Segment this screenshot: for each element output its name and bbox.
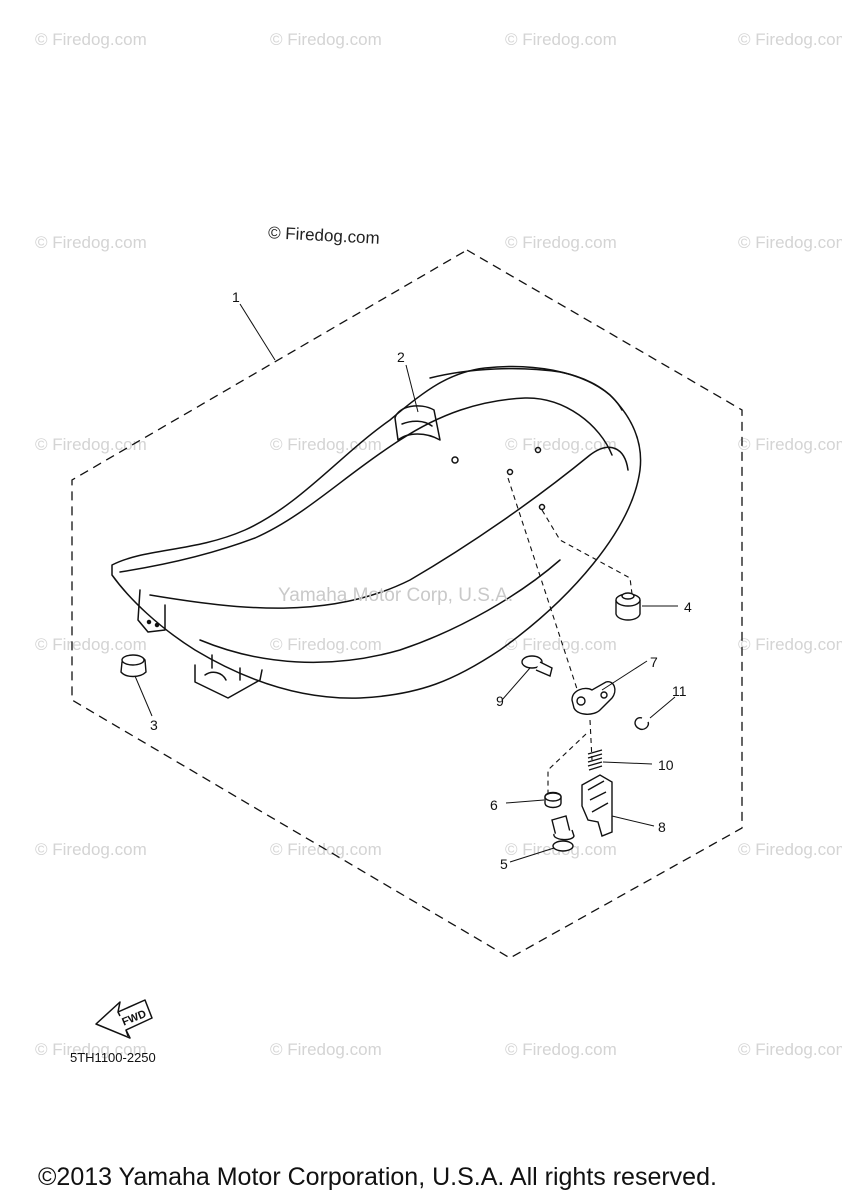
seat-top-seam: [119, 397, 613, 573]
routing-lines: [507, 477, 633, 800]
watermark: © Firedog.com: [35, 30, 147, 49]
callout-9: 9: [496, 693, 504, 709]
watermark: © Firedog.com: [505, 435, 617, 454]
seat-rear-bracket: [194, 654, 263, 699]
part-4-damper: [615, 592, 641, 621]
fwd-arrow-icon: [95, 999, 153, 1039]
watermark: © Firedog.com: [270, 635, 382, 654]
seat-drawing: [111, 365, 642, 699]
leader-lines: [134, 303, 678, 863]
callout-7: 7: [650, 654, 658, 670]
callout-5: 5: [500, 856, 508, 872]
watermark: © Firedog.com: [738, 840, 842, 859]
watermark: © Firedog.com: [738, 30, 842, 49]
callout-8: 8: [658, 819, 666, 835]
watermark: © Firedog.com: [505, 635, 617, 654]
callout-6: 6: [490, 797, 498, 813]
watermark: © Firedog.com: [505, 30, 617, 49]
part-8-lock-plate: [581, 774, 613, 837]
watermark: © Firedog.com: [270, 1040, 382, 1059]
seat-rear-rim: [429, 367, 623, 411]
seat-rear-bracket-slot: [204, 671, 227, 681]
seat-side-seam: [149, 446, 629, 609]
seat-strap: [394, 405, 441, 441]
callout-11: 11: [672, 683, 687, 699]
part-5-bolt: [551, 815, 575, 852]
callout-10: 10: [658, 757, 674, 773]
part-11-clip: [634, 716, 650, 731]
watermark: © Firedog.com: [738, 435, 842, 454]
watermark: © Firedog.com: [35, 635, 147, 654]
watermark: © Firedog.com: [505, 233, 617, 252]
watermark: © Firedog.com: [35, 233, 147, 252]
seat-outline: [111, 365, 642, 699]
part-6-washer: [544, 791, 562, 809]
watermark: © Firedog.com: [35, 1040, 147, 1059]
callout-2: 2: [397, 349, 405, 365]
callout-3: 3: [150, 717, 158, 733]
seat-lower-seam: [199, 559, 561, 664]
assembly-boundary: [71, 249, 743, 959]
seat-front-tab: [137, 589, 166, 633]
callout-1: 1: [232, 289, 240, 305]
watermark: © Firedog.com: [505, 1040, 617, 1059]
center-watermark: Yamaha Motor Corp, U.S.A.: [278, 585, 514, 606]
part-7-bracket: [571, 681, 616, 715]
seat-strap-inner: [401, 420, 433, 427]
watermark: © Firedog.com: [35, 435, 147, 454]
part-10-spring: [587, 749, 603, 771]
reference-code: 5TH1100-2250: [70, 1050, 156, 1065]
callout-4: 4: [684, 599, 692, 615]
copyright-notice: ©2013 Yamaha Motor Corporation, U.S.A. A…: [38, 1163, 717, 1191]
part-3-damper: [120, 654, 147, 678]
watermark: © Firedog.com: [738, 233, 842, 252]
watermark: © Firedog.com: [35, 840, 147, 859]
watermark: © Firedog.com: [270, 30, 382, 49]
watermark: © Firedog.com: [738, 1040, 842, 1059]
part-9-bolt: [521, 655, 553, 677]
watermark: © Firedog.com: [738, 635, 842, 654]
